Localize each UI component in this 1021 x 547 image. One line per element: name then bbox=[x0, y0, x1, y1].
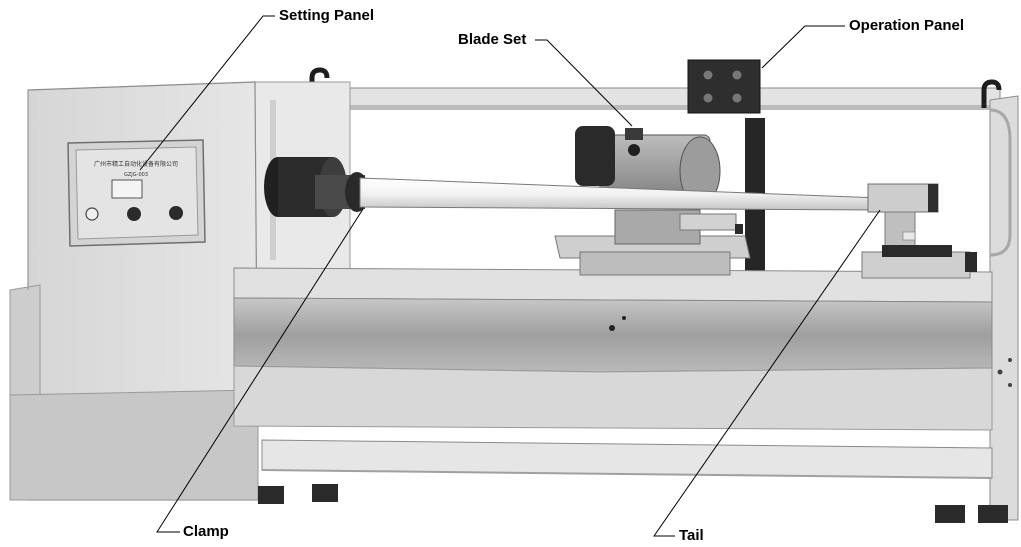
bottom-rail bbox=[261, 439, 993, 479]
clamp-assembly bbox=[264, 157, 369, 217]
operation-panel bbox=[687, 59, 765, 276]
leader-blade-set bbox=[535, 39, 633, 127]
setting-panel-company-text: 广州市精工自动化设备有限公司 bbox=[94, 160, 178, 168]
setting-panel-button-3 bbox=[169, 206, 183, 220]
machine-bed bbox=[233, 267, 993, 431]
setting-panel-button-2 bbox=[127, 207, 141, 221]
top-rail bbox=[344, 87, 1001, 110]
label-setting-panel: Setting Panel bbox=[279, 7, 375, 24]
tail-support bbox=[861, 183, 977, 279]
right-hook bbox=[981, 79, 1002, 108]
leader-operation-panel bbox=[761, 25, 845, 69]
label-blade-set: Blade Set bbox=[458, 31, 527, 48]
label-tail: Tail bbox=[679, 527, 704, 544]
setting-panel: 广州市精工自动化设备有限公司 GZJG-003 bbox=[67, 139, 206, 247]
machine-feet bbox=[258, 484, 1008, 523]
leader-tail bbox=[653, 209, 881, 537]
label-operation-panel: Operation Panel bbox=[849, 17, 965, 34]
leader-lines bbox=[139, 15, 881, 537]
leader-setting-panel bbox=[139, 15, 275, 171]
label-clamp: Clamp bbox=[183, 523, 229, 540]
setting-panel-model-text: GZJG-003 bbox=[124, 172, 148, 178]
blade-set bbox=[554, 126, 751, 276]
leader-clamp bbox=[156, 208, 364, 533]
left-hook bbox=[309, 67, 330, 118]
setting-panel-display bbox=[111, 179, 143, 199]
setting-panel-button-1 bbox=[85, 207, 99, 221]
right-side-frame bbox=[989, 95, 1019, 521]
